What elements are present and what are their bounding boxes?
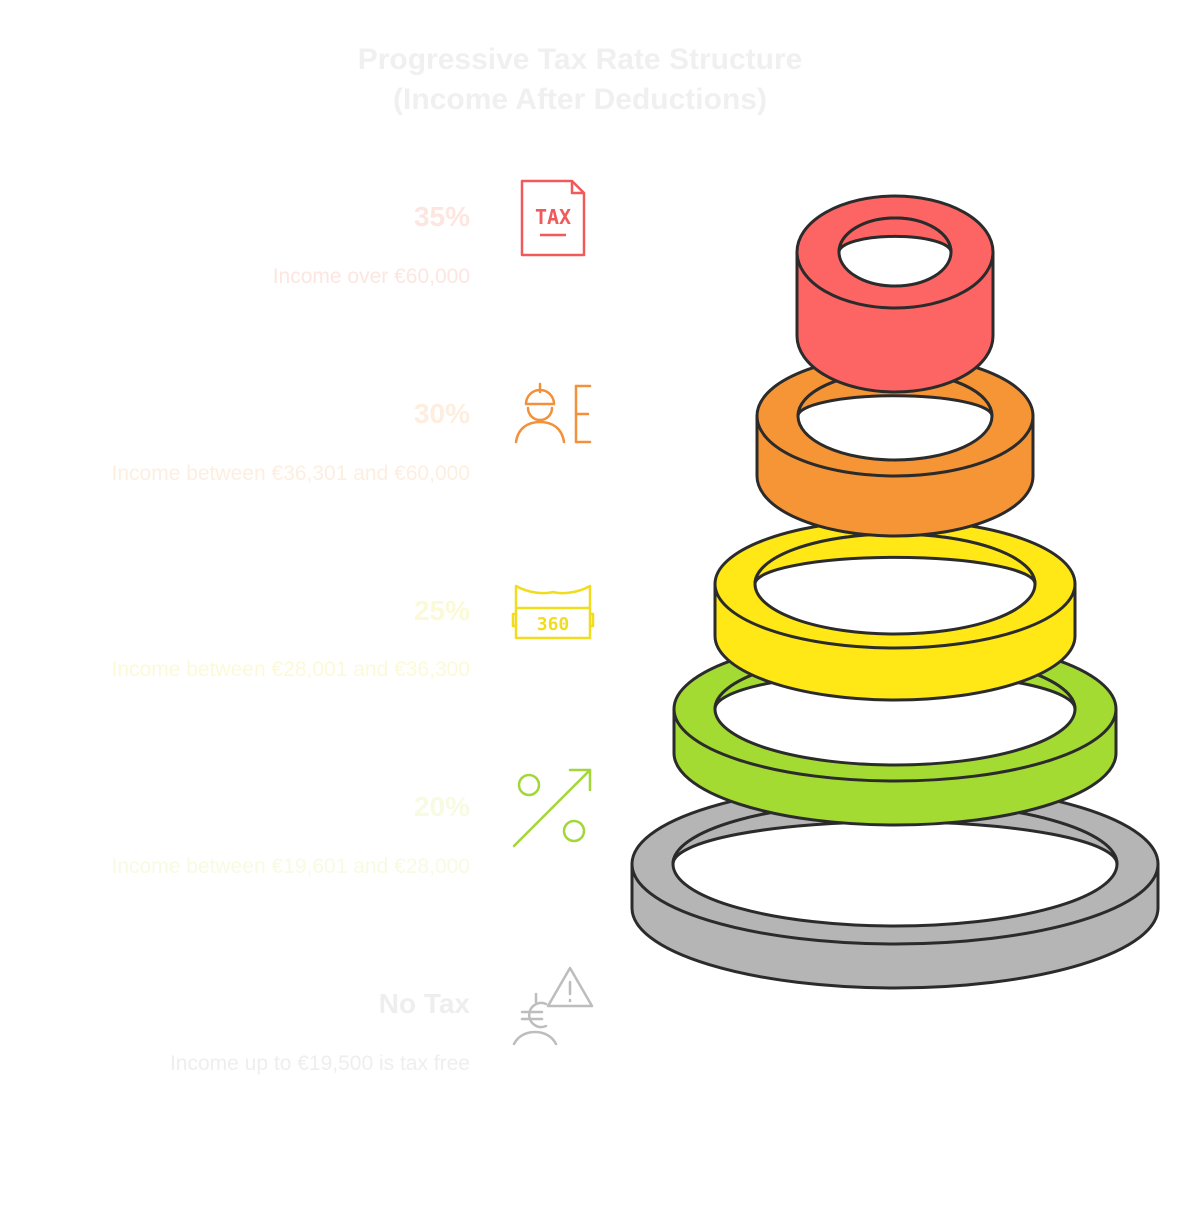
tier-desc-20: Income between €19,601 and €28,000	[111, 855, 470, 878]
title-line-2: (Income After Deductions)	[393, 83, 767, 116]
ring-35	[795, 194, 995, 394]
tier-rate-35: 35%	[413, 201, 470, 232]
tier-rate-no-tax: No Tax	[378, 988, 470, 1019]
tier-desc-30: Income between €36,301 and €60,000	[111, 462, 470, 485]
bracket-360-icon: 360	[511, 584, 595, 640]
tier-rate-25: 25%	[413, 595, 470, 626]
title-line-1: Progressive Tax Rate Structure	[357, 43, 803, 76]
tier-desc-no-tax: Income up to €19,500 is tax free	[169, 1052, 470, 1075]
tier-rate-20: 20%	[413, 791, 470, 822]
bracket-icon-text: 360	[537, 614, 570, 635]
ring-no-tax	[630, 782, 1160, 990]
tax-icon-text: TAX	[535, 205, 571, 229]
euro-person-warning-icon	[512, 966, 594, 1046]
tier-desc-35: Income over €60,000	[272, 265, 470, 288]
tax-document-icon: TAX	[520, 179, 586, 257]
percent-arrow-icon	[512, 768, 592, 848]
ring-25	[713, 518, 1077, 702]
tier-desc-25: Income between €28,001 and €36,300	[111, 658, 470, 681]
tier-rate-30: 30%	[413, 398, 470, 429]
worker-euro-icon	[514, 382, 592, 444]
diagram-title: Progressive Tax Rate Structure (Income A…	[0, 40, 1160, 120]
